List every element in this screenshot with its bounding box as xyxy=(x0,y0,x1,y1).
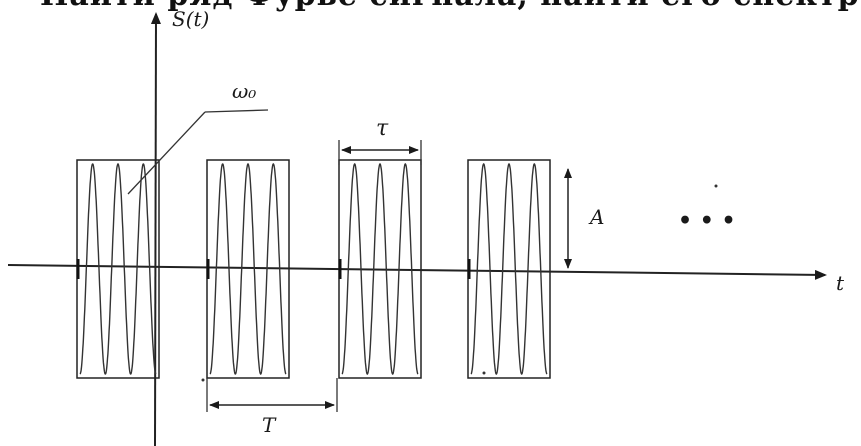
continuation-dots: • • • xyxy=(678,208,736,234)
time-axis xyxy=(7,264,827,280)
y-axis-label: S(t) xyxy=(172,7,209,31)
carrier-oscillation xyxy=(209,163,287,375)
speck xyxy=(201,378,205,382)
speck xyxy=(714,184,718,188)
carrier-leader-line xyxy=(204,109,269,113)
carrier-frequency-label: ω₀ xyxy=(232,79,256,103)
amplitude-label: A xyxy=(588,205,604,229)
pulse-width-label: τ xyxy=(376,116,389,141)
carrier-oscillation xyxy=(470,163,548,375)
cropped-heading: Найти ряд Фурье сигнала, найти его спект… xyxy=(40,0,860,13)
x-axis-label: t xyxy=(836,271,845,295)
period-label: T xyxy=(262,413,277,437)
carrier-oscillation xyxy=(341,163,419,375)
pulse-group xyxy=(76,159,551,379)
signal-axis xyxy=(150,12,161,446)
carrier-leader-line-diagonal xyxy=(127,111,206,195)
speck xyxy=(482,371,486,375)
carrier-oscillation xyxy=(79,163,157,375)
